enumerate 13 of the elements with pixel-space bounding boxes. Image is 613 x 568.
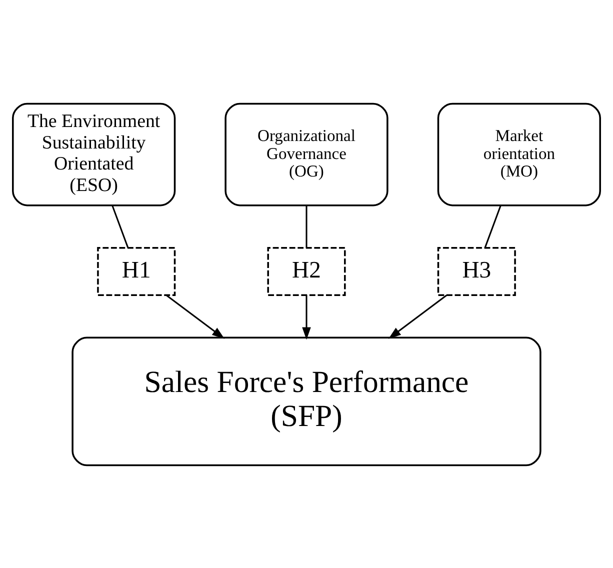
node-box: H2 xyxy=(267,246,346,296)
connector xyxy=(306,205,308,248)
arrow xyxy=(388,294,448,338)
node-box: H1 xyxy=(97,246,176,296)
node-box: H3 xyxy=(437,246,516,296)
node-box: The Environment Sustainability Orientated (ESO) xyxy=(12,102,176,206)
arrow xyxy=(302,294,311,340)
node-box: Organizational Governance (OG) xyxy=(224,102,388,206)
node-box: Market orientation (MO) xyxy=(437,102,601,206)
node-box: Sales Force's Performance (SFP) xyxy=(72,336,542,466)
connector xyxy=(112,204,129,248)
arrow xyxy=(166,294,225,338)
connector xyxy=(484,204,502,248)
